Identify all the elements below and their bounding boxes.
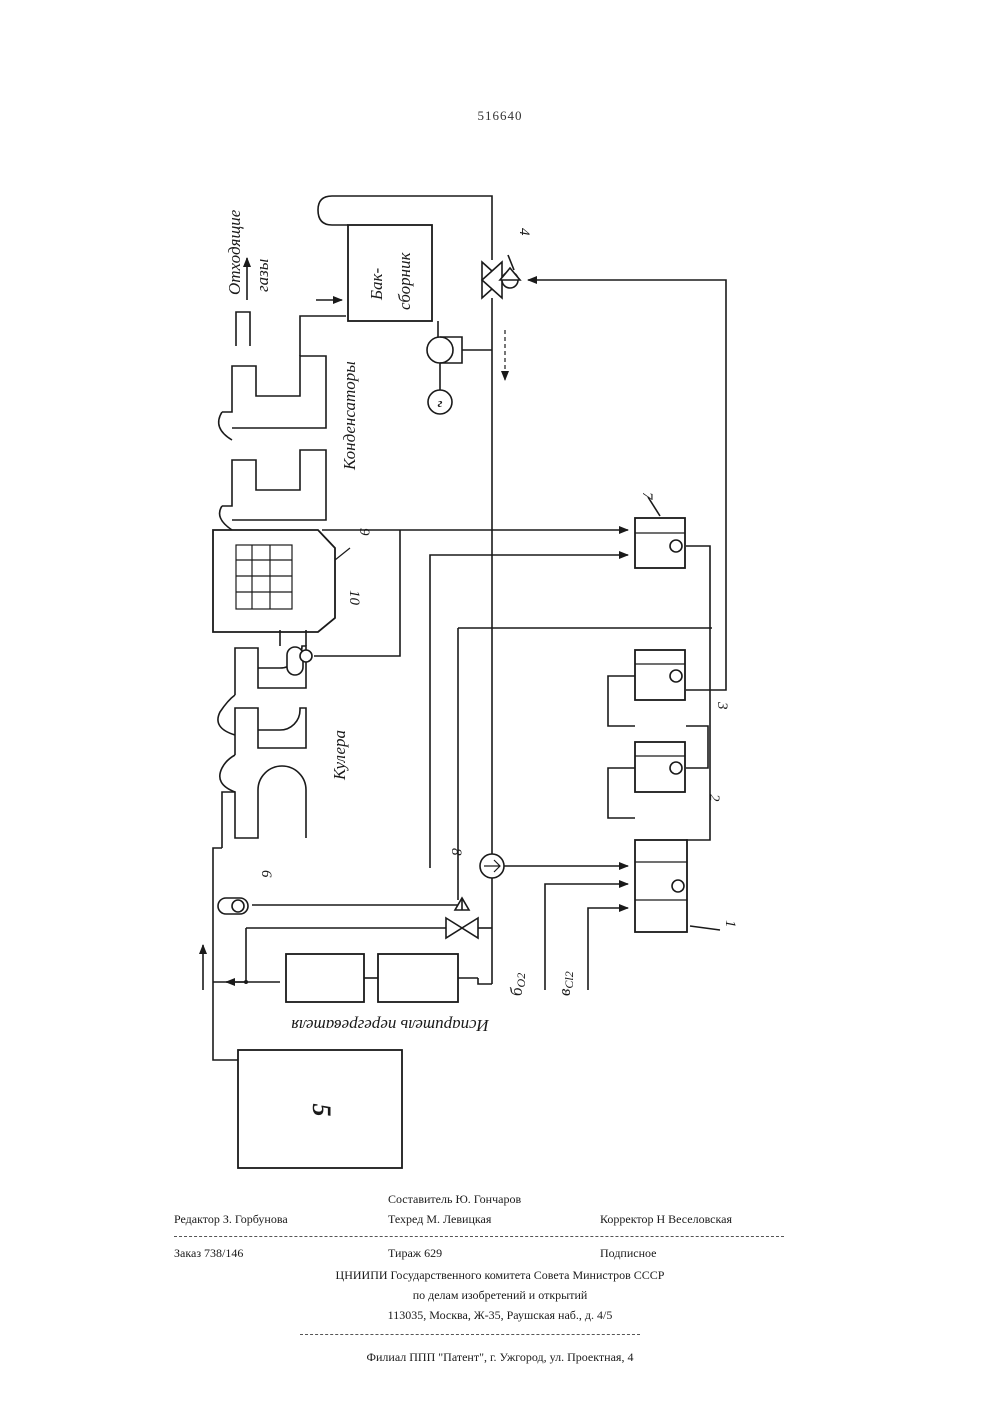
- branch: Филиал ППП "Патент", г. Ужгород, ул. Про…: [0, 1350, 1000, 1365]
- circulation: Тираж 629: [388, 1246, 442, 1261]
- condensers-label: Конденсаторы: [340, 361, 359, 471]
- org-line-2: по делам изобретений и открытий: [0, 1288, 1000, 1303]
- condensers: Конденсаторы: [219, 312, 359, 530]
- subscription: Подписное: [600, 1246, 657, 1261]
- label-3: 3: [714, 701, 730, 710]
- tank-label-2: сборник: [395, 251, 414, 310]
- coolers-label: Кулера: [330, 730, 349, 781]
- footer-divider-2: [300, 1334, 640, 1335]
- waste-gases-label-2: газы: [253, 259, 272, 292]
- org-line-1: ЦНИИПИ Государственного комитета Совета …: [0, 1268, 1000, 1283]
- waste-gases-label-1: Отходящие: [225, 209, 244, 295]
- label-8: 8: [448, 848, 464, 856]
- footer-divider-1: [174, 1236, 784, 1237]
- cl2-label: вCl2: [555, 971, 576, 996]
- order: Заказ 738/146: [174, 1246, 243, 1261]
- pump-motor-label: г: [438, 395, 443, 410]
- process-flow-diagram: 5 Кулера 10 9: [0, 0, 1000, 1180]
- evaporator-box-1: [286, 954, 364, 1002]
- label-4: 4: [516, 228, 532, 236]
- coolers: Кулера: [218, 646, 349, 848]
- compiler: Составитель Ю. Гончаров: [388, 1192, 521, 1207]
- address: 113035, Москва, Ж-35, Раушская наб., д. …: [0, 1308, 1000, 1323]
- evaporator-label: Испаритель перегревателя: [291, 1016, 490, 1035]
- o2-label: бO2: [507, 973, 528, 996]
- label-6: 6: [258, 870, 274, 878]
- sensor-10: [287, 647, 303, 675]
- pump: [427, 337, 453, 363]
- collector-tank: [348, 225, 432, 321]
- corrector: Корректор Н Веселовская: [600, 1212, 732, 1227]
- furnace-label: 5: [307, 1104, 336, 1117]
- techred: Техред М. Левицкая: [388, 1212, 491, 1227]
- label-2: 2: [706, 794, 722, 802]
- evaporator-box-2: [378, 954, 458, 1002]
- valve-8: [446, 918, 462, 938]
- label-10: 10: [346, 590, 362, 606]
- tank-label-1: Бак-: [367, 268, 386, 301]
- label-7: 7: [639, 492, 655, 501]
- editor: Редактор З. Горбунова: [174, 1212, 288, 1227]
- label-1: 1: [722, 920, 738, 928]
